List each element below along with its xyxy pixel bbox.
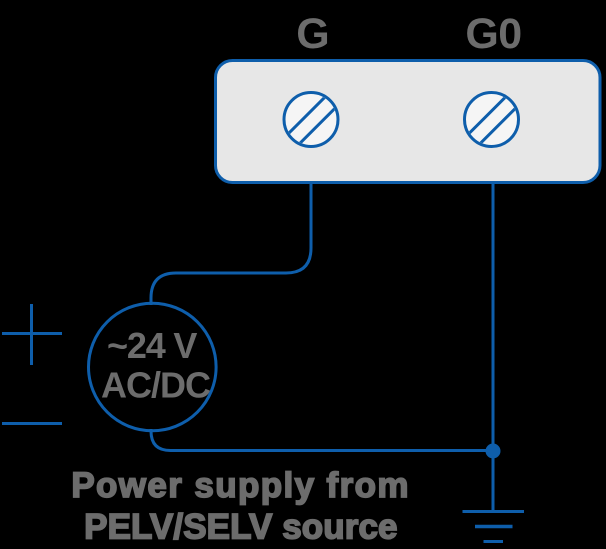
svg-text:Power supply from: Power supply from <box>71 466 410 505</box>
svg-text:G0: G0 <box>465 10 521 58</box>
svg-text:AC/DC: AC/DC <box>101 365 211 406</box>
svg-text:G: G <box>296 10 329 58</box>
svg-text:PELV/SELV source: PELV/SELV source <box>84 508 397 547</box>
svg-text:~24 V: ~24 V <box>107 325 197 366</box>
